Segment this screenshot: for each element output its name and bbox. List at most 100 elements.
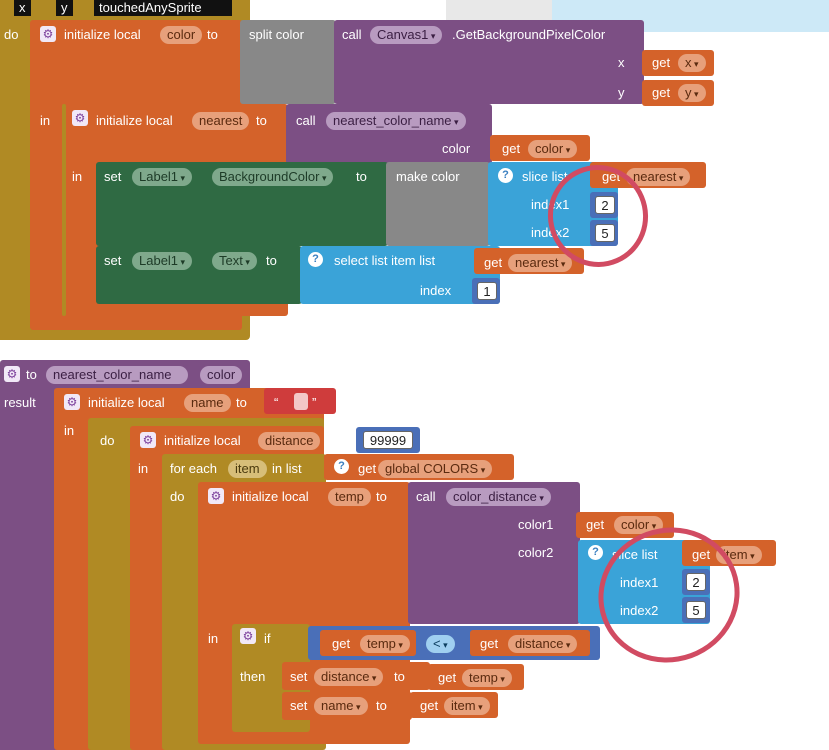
help-icon[interactable]: ? <box>334 459 349 474</box>
set-text-block[interactable] <box>96 246 302 304</box>
string-open-quote: “ <box>274 395 279 410</box>
index2-value[interactable]: 5 <box>686 601 706 619</box>
then-label: then <box>240 669 266 684</box>
param-x: x <box>14 0 31 16</box>
index1-label: index1 <box>531 197 570 212</box>
event-name: touchedAnySprite <box>94 0 232 16</box>
slice-label: slice list <box>522 169 568 184</box>
to-label: to <box>207 27 218 42</box>
proc-name-field[interactable]: nearest_color_name <box>46 366 188 384</box>
do-label: do <box>170 489 185 504</box>
to-label: to <box>256 113 267 128</box>
index2-value[interactable]: 5 <box>595 224 615 242</box>
to-label: to <box>376 489 387 504</box>
make-color-label: make color <box>396 169 460 184</box>
get-color-dropdown[interactable]: color <box>528 140 578 158</box>
init-label: initialize local <box>64 27 141 42</box>
help-icon[interactable]: ? <box>308 252 323 267</box>
proc-dropdown[interactable]: color_distance <box>446 488 551 506</box>
select-label: select list item list <box>334 253 436 268</box>
canvas-dropdown[interactable]: Canvas1 <box>370 26 443 44</box>
get-x-dropdown[interactable]: x <box>678 54 706 72</box>
var-item[interactable]: item <box>228 460 267 478</box>
set-label: set <box>290 669 308 684</box>
to-label: to <box>376 698 387 713</box>
gear-icon[interactable]: ⚙ <box>240 628 256 644</box>
proc-param[interactable]: color <box>200 366 243 384</box>
to-label: to <box>266 253 277 268</box>
call-label: call <box>296 113 316 128</box>
get-label: get <box>602 169 621 184</box>
get-label: get <box>502 141 521 156</box>
get-y-dropdown[interactable]: y <box>678 84 706 102</box>
call-label: call <box>342 27 362 42</box>
if-label: if <box>264 631 271 646</box>
var-color[interactable]: color <box>160 26 203 44</box>
set-label: set <box>104 253 122 268</box>
get-label: get <box>652 85 671 100</box>
string-input[interactable] <box>294 393 308 410</box>
color1-label: color1 <box>518 517 554 532</box>
property-dropdown[interactable]: BackgroundColor <box>212 168 334 186</box>
split-color-block[interactable] <box>240 20 336 104</box>
property-dropdown[interactable]: Text <box>212 252 257 270</box>
get-label: get <box>692 547 711 562</box>
var-name[interactable]: name <box>184 394 231 412</box>
y-arg-label: y <box>618 85 625 100</box>
index2-label: index2 <box>531 225 570 240</box>
get-item-dropdown[interactable]: item <box>444 697 490 715</box>
var-distance[interactable]: distance <box>258 432 321 450</box>
get-label: get <box>480 636 499 651</box>
get-item-dropdown[interactable]: item <box>716 546 762 564</box>
get-label: get <box>652 55 671 70</box>
for-each-label: for each <box>170 461 217 476</box>
index1-label: index1 <box>620 575 659 590</box>
get-temp-dropdown[interactable]: temp <box>462 669 512 687</box>
gear-icon[interactable]: ⚙ <box>140 432 156 448</box>
gear-icon[interactable]: ⚙ <box>64 394 80 410</box>
to-label: to <box>328 433 339 448</box>
help-icon[interactable]: ? <box>498 168 513 183</box>
index1-value[interactable]: 2 <box>595 196 615 214</box>
component-dropdown[interactable]: Label1 <box>132 252 193 270</box>
in-label: in <box>208 631 219 646</box>
get-distance-dropdown[interactable]: distance <box>508 635 578 653</box>
get-global-dropdown[interactable]: global COLORS <box>378 460 493 478</box>
in-list-label: in list <box>272 461 302 476</box>
init-label: initialize local <box>164 433 241 448</box>
to-label: to <box>236 395 247 410</box>
to-label: to <box>356 169 367 184</box>
init-label: initialize local <box>96 113 173 128</box>
index1-value[interactable]: 2 <box>686 573 706 591</box>
get-label: get <box>358 461 377 476</box>
var-nearest[interactable]: nearest <box>192 112 250 130</box>
set-var-dropdown[interactable]: name <box>314 697 368 715</box>
component-dropdown[interactable]: Label1 <box>132 168 193 186</box>
slice-label: slice list <box>612 547 658 562</box>
gear-icon[interactable]: ⚙ <box>72 110 88 126</box>
var-temp[interactable]: temp <box>328 488 371 506</box>
index-value[interactable]: 1 <box>477 282 497 300</box>
call-label: call <box>416 489 436 504</box>
get-temp-dropdown[interactable]: temp <box>360 635 410 653</box>
distance-init-value[interactable]: 99999 <box>363 431 413 449</box>
x-arg-label: x <box>618 55 625 70</box>
nearest-scope-edge <box>62 104 66 316</box>
select-item-block[interactable] <box>300 246 500 304</box>
param-y: y <box>56 0 73 16</box>
get-nearest-dropdown[interactable]: nearest <box>508 254 573 272</box>
get-label: get <box>484 255 503 270</box>
make-color-block[interactable] <box>386 162 490 246</box>
help-icon[interactable]: ? <box>588 545 603 560</box>
get-label: get <box>438 670 457 685</box>
string-close-quote: ” <box>312 395 317 410</box>
get-color-dropdown[interactable]: color <box>614 516 664 534</box>
set-var-dropdown[interactable]: distance <box>314 668 384 686</box>
gear-icon[interactable]: ⚙ <box>208 488 224 504</box>
gear-icon[interactable]: ⚙ <box>4 366 20 382</box>
get-nearest-dropdown[interactable]: nearest <box>626 168 691 186</box>
color2-label: color2 <box>518 545 554 560</box>
gear-icon[interactable]: ⚙ <box>40 26 56 42</box>
operator-dropdown[interactable]: < <box>426 635 455 653</box>
proc-dropdown[interactable]: nearest_color_name <box>326 112 466 130</box>
